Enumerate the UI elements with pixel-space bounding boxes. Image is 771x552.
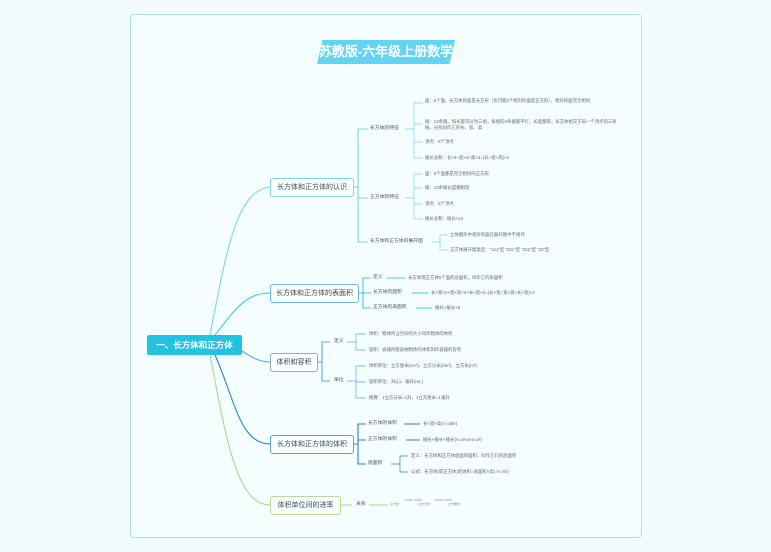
node-cuboid-volume[interactable]: 长方体的体积 [368,421,397,426]
text-net-rule: 立体图形中相对的面在展开图中不相邻 [450,232,525,237]
node-sa-cuboid[interactable]: 长方体的面积 [373,290,402,295]
node-volume[interactable]: 长方体和正方体的体积 [270,435,354,454]
node-nets[interactable]: 长方体和正方体的展开图 [370,239,423,244]
node-cube-features[interactable]: 正方体的特征 [370,195,399,200]
node-vc-definition[interactable]: 定义 [334,339,344,344]
text-cuboid-face: 面：6个面。长方体的面是长方形（也可能2个相对的面是正方形），相对的面完全相同 [425,98,591,103]
link-root-b2 [214,292,271,336]
mindmap-card [130,14,642,538]
map-title: 苏教版-六年级上册数学 [317,40,455,64]
text-volume-units: 体积单位：立方厘米(cm³)、立方分米(dm³)、立方米(m³) [369,363,477,368]
text-cuboid-total: 棱长总和：长×4+宽×4+高×4=(长+宽+高)×4 [425,155,510,160]
text-capacity-def: 容积：容器所能容纳物体的体积叫作容器的容积 [369,347,462,352]
text-sa-definition: 长方体或正方体6个面的总面积，叫作它的表面积 [408,275,503,280]
text-cube-total: 棱长总和：棱长×12 [425,216,464,221]
node-sa-cube[interactable]: 正方体的表面积 [373,305,407,310]
unit-dm3: 立方分米 [418,502,431,506]
node-recognition[interactable]: 长方体和正方体的认识 [270,178,354,197]
rate-m3-dm3: ×1000 ÷1000 [404,498,422,502]
text-cube-volume: 棱长×棱长×棱长(V=a×a×a=a³) [423,437,482,442]
node-base-area[interactable]: 底面积 [368,461,383,466]
node-cube-volume[interactable]: 正方体的体积 [368,437,397,442]
unit-m3: 立方米 [390,502,400,506]
unit-relation-diagram: 立方米 ×1000 ÷1000 立方分米 ×1000 ÷1000 立方厘米 [390,497,470,513]
text-cuboid-edge: 棱：12条棱。按长度可分为三组，每组的4条棱都平行，长度都等；长方体相交于同一个… [425,119,617,130]
text-net-types: 正方体展开图类型：“141”型 “231”型 “222”型 “33”型 [450,247,550,252]
root-node[interactable]: 一、长方体和正方体 [147,335,242,355]
text-base-area-formula: 公式：长方体(或正方体)的体积=底面积×高( V=Sh) [411,469,509,474]
node-volume-capacity[interactable]: 体积和容积 [270,353,318,372]
node-unit-rates[interactable]: 体积单位间的进率 [270,496,341,515]
text-base-area-def: 定义：长方体和正方体底面的面积，叫作它们的底面积 [411,453,517,458]
text-volume-def: 体积：物体所占空间的大小叫作物体的体积 [369,331,453,336]
text-sa-cuboid: 长×宽×2+宽×高×2+长×宽×2=(长×宽+宽×高+长×宽)×2 [431,290,535,295]
text-unit-conversion: 换算：1立方分米=1升，1立方厘米=1毫升 [369,395,450,400]
text-cube-edge: 棱：12条棱长度都相等 [425,185,470,190]
text-capacity-units: 容积单位：升(L)、毫升(mL) [369,379,423,384]
rate-dm3-cm3: ×1000 ÷1000 [434,498,452,502]
node-unit-relation[interactable]: 关系 [356,502,366,507]
node-surface-area[interactable]: 长方体和正方体的表面积 [270,284,359,303]
link-root-b5 [209,354,271,506]
link-root-b4 [214,354,271,445]
text-cuboid-volume: 长×宽×高(V=abh) [423,421,458,426]
node-sa-definition[interactable]: 定义 [373,275,383,280]
link-root-b1 [209,186,271,336]
node-cuboid-features[interactable]: 长方体的特征 [370,126,399,131]
text-sa-cube: 棱长×棱长×6 [435,305,461,310]
text-cube-face: 面：6个面都是完全相同的正方形 [425,171,489,176]
node-vc-units[interactable]: 单位 [334,378,344,383]
unit-cm3: 立方厘米 [448,502,461,506]
text-cuboid-vertex: 顶点：8个顶点 [425,139,454,144]
text-cube-vertex: 顶点：8个顶点 [425,201,454,206]
